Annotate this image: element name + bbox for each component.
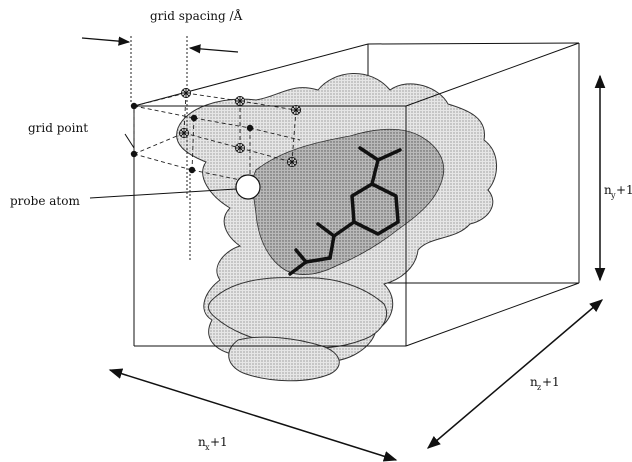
ny-subscript: y bbox=[610, 191, 616, 200]
ligand-bond-3 bbox=[376, 148, 402, 162]
grid-line-8 bbox=[239, 147, 293, 163]
nx-suffix: +1 bbox=[210, 435, 228, 449]
binding-pocket bbox=[252, 128, 445, 275]
box-right-top-edge bbox=[367, 42, 580, 45]
ligand-structure bbox=[288, 146, 402, 276]
grid-node-icon bbox=[179, 128, 189, 138]
grid-line-5 bbox=[249, 127, 301, 141]
grid-line-14 bbox=[191, 117, 195, 171]
nz-dimension-arrow bbox=[426, 299, 604, 449]
grid-line-16 bbox=[291, 109, 297, 163]
grid-spacing-guides bbox=[130, 36, 191, 262]
ligand-bond-9 bbox=[288, 260, 308, 276]
grid-point-marker bbox=[246, 124, 254, 132]
ligand-aromatic-ring bbox=[350, 182, 400, 236]
nz-dimension-label: n z +1 bbox=[530, 375, 560, 392]
grid-node-icon bbox=[235, 96, 245, 106]
grid-line-2 bbox=[185, 92, 241, 102]
grid-nodes bbox=[179, 88, 301, 167]
box-floor-right-edge bbox=[405, 282, 580, 347]
surface-front-fold bbox=[208, 277, 387, 349]
grid-spacing-label: grid spacing /Å bbox=[150, 8, 243, 23]
ligand-bond-6 bbox=[328, 234, 336, 260]
grid-point-marker bbox=[188, 166, 196, 174]
grid-node-icon bbox=[291, 105, 301, 115]
grid-spacing-arrow-right bbox=[188, 44, 239, 54]
box-top-right-edge bbox=[405, 42, 580, 107]
probe-atom-label: probe atom bbox=[10, 194, 80, 208]
grid-point-label: grid point bbox=[28, 121, 88, 135]
grid-point-marker bbox=[130, 150, 138, 158]
nx-subscript: x bbox=[205, 443, 210, 452]
grid-line-1 bbox=[133, 92, 187, 107]
grid-line-6 bbox=[133, 132, 185, 155]
nx-dimension-label: n x +1 bbox=[198, 435, 228, 452]
ligand-bond-1 bbox=[370, 158, 380, 186]
box-back-top-edge bbox=[133, 43, 369, 107]
nz-base: n bbox=[530, 375, 538, 389]
probe-atom-leader bbox=[89, 188, 237, 199]
grid-point-leader bbox=[124, 133, 135, 149]
grid-spacing-arrow-left bbox=[81, 36, 131, 46]
grid-point-marker bbox=[130, 102, 138, 110]
ligand-bond-2 bbox=[358, 146, 380, 162]
grid-node-icon bbox=[235, 143, 245, 153]
nx-base: n bbox=[198, 435, 206, 449]
ligand-bond-4 bbox=[332, 220, 356, 238]
ligand-bond-8 bbox=[294, 248, 308, 264]
grid-node-icon bbox=[181, 88, 191, 98]
ligand-bond-7 bbox=[304, 256, 332, 264]
grid-line-9 bbox=[133, 153, 193, 171]
grid-line-3 bbox=[239, 100, 297, 111]
ligand-bond-5 bbox=[316, 222, 336, 238]
nz-suffix: +1 bbox=[542, 375, 560, 389]
grid-lines bbox=[133, 92, 301, 183]
ny-dimension-label: n y +1 bbox=[604, 183, 632, 200]
leader-lines bbox=[89, 133, 237, 199]
grid-point-marker bbox=[190, 114, 198, 122]
probe-atom-sphere bbox=[235, 174, 261, 200]
grid-line-11 bbox=[133, 105, 195, 119]
grid-node-icon bbox=[287, 157, 297, 167]
ny-base: n bbox=[604, 183, 612, 197]
nx-dimension-arrow bbox=[108, 368, 398, 462]
nz-subscript: z bbox=[537, 383, 541, 392]
grid-line-4 bbox=[193, 117, 251, 129]
ny-suffix: +1 bbox=[616, 183, 632, 197]
